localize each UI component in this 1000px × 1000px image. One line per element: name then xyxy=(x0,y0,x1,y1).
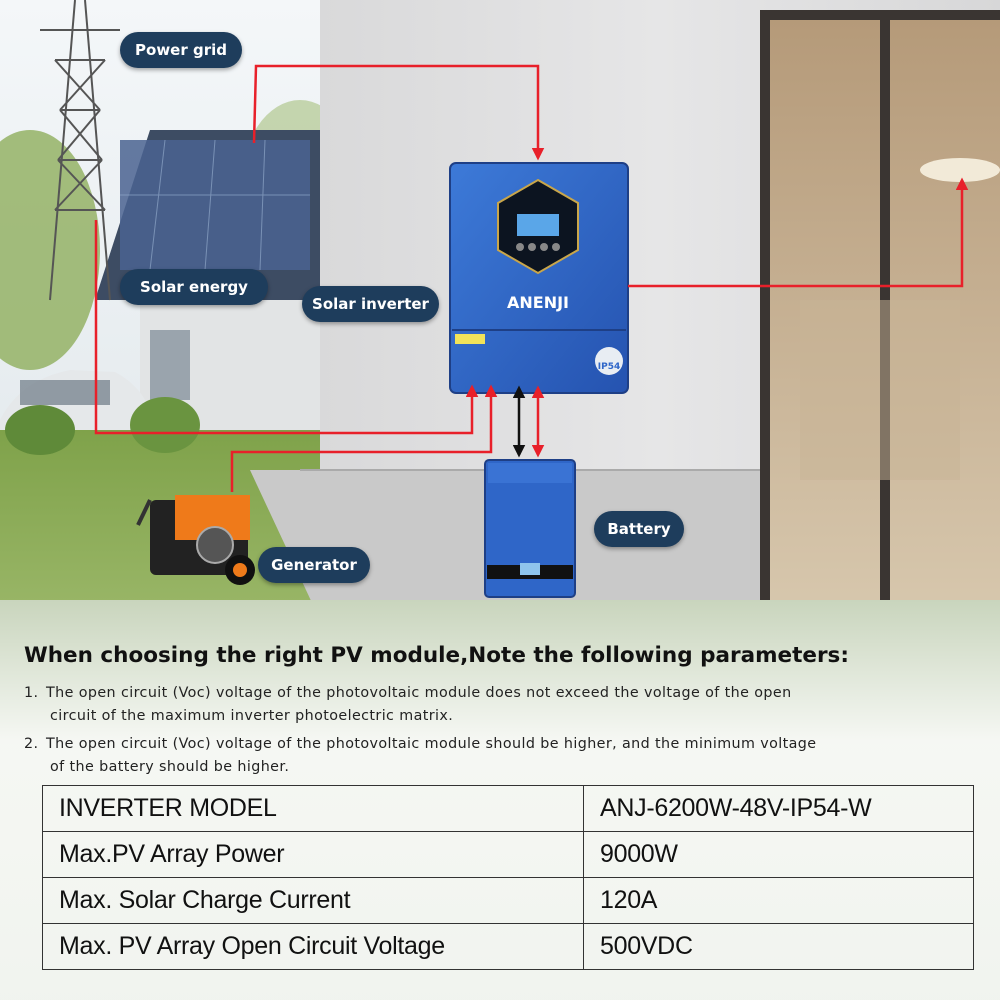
spec-label: Max. PV Array Open Circuit Voltage xyxy=(42,923,584,970)
spec-table: INVERTER MODEL ANJ-6200W-48V-IP54-W Max.… xyxy=(42,785,974,970)
note-1-number: 1. xyxy=(24,685,39,701)
note-1: 1. The open circuit (Voc) voltage of the … xyxy=(24,682,984,728)
spec-value: 120A xyxy=(583,877,974,924)
solar-inverter-device: ANENJI IP54 xyxy=(449,162,629,394)
table-row: Max.PV Array Power 9000W xyxy=(42,831,974,878)
power-tower xyxy=(40,0,120,301)
note-1-line1: The open circuit (Voc) voltage of the ph… xyxy=(46,685,792,701)
note-2-number: 2. xyxy=(24,736,39,752)
glass-door xyxy=(760,10,1000,610)
spec-value: ANJ-6200W-48V-IP54-W xyxy=(583,785,974,832)
note-2-line2: of the battery should be higher. xyxy=(50,759,290,775)
battery-device xyxy=(484,459,576,598)
table-row: INVERTER MODEL ANJ-6200W-48V-IP54-W xyxy=(42,785,974,832)
spec-label: Max. Solar Charge Current xyxy=(42,877,584,924)
ip54-badge: IP54 xyxy=(598,362,620,372)
connection-lines xyxy=(94,64,969,492)
table-row: Max. Solar Charge Current 120A xyxy=(42,877,974,924)
note-2-line1: The open circuit (Voc) voltage of the ph… xyxy=(46,736,817,752)
spec-value: 9000W xyxy=(583,831,974,878)
note-1-line2: circuit of the maximum inverter photoele… xyxy=(50,708,454,724)
note-2: 2. The open circuit (Voc) voltage of the … xyxy=(24,733,984,779)
spec-label: INVERTER MODEL xyxy=(42,785,584,832)
inverter-brand: ANENJI xyxy=(507,293,569,312)
label-solar-energy: Solar energy xyxy=(120,269,268,305)
parameters-heading: When choosing the right PV module,Note t… xyxy=(24,643,849,668)
spec-value: 500VDC xyxy=(583,923,974,970)
house xyxy=(95,130,330,430)
table-row: Max. PV Array Open Circuit Voltage 500VD… xyxy=(42,923,974,970)
label-power-grid: Power grid xyxy=(120,32,242,68)
label-solar-inverter: Solar inverter xyxy=(302,286,439,322)
generator-device xyxy=(136,495,255,585)
label-generator: Generator xyxy=(258,547,370,583)
spec-label: Max.PV Array Power xyxy=(42,831,584,878)
label-battery: Battery xyxy=(594,511,684,547)
